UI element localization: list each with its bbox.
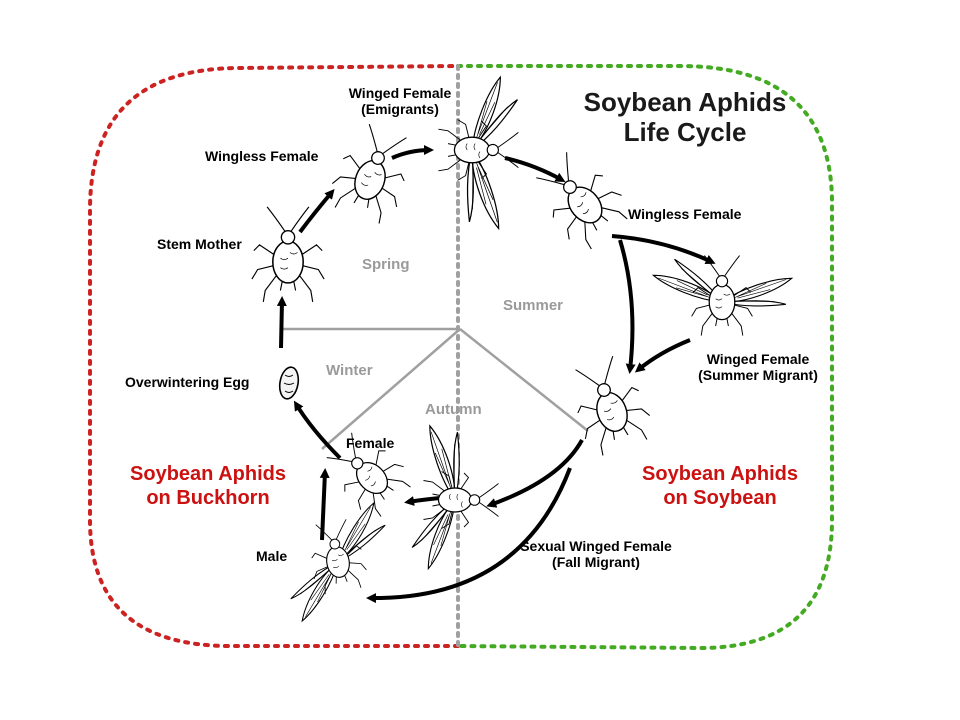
season-autumn: Autumn: [425, 401, 482, 418]
arrow-to-fall-migrant: [486, 439, 584, 508]
arrow-fall-migrant-to-female: [404, 496, 441, 506]
arrow-to-summer-migrant: [611, 234, 716, 264]
arrow-summer-migrant-back: [634, 338, 691, 373]
host-buckhorn-line2: on Buckhorn: [146, 487, 270, 509]
arrow-stem-mother-to-wingless: [298, 188, 335, 234]
label-male: Male: [256, 548, 288, 564]
arrow-female-to-egg: [293, 400, 342, 460]
overwintering-egg-illustration: [278, 366, 300, 400]
season-winter: Winter: [326, 362, 373, 379]
arrow-emigrant-to-summer-wingless: [504, 156, 566, 182]
host-buckhorn-line1: Soybean Aphids: [130, 463, 286, 485]
label-winged-emigrant-line1: Winged Female: [348, 85, 452, 101]
label-summer-migrant-line1: Winged Female: [706, 351, 810, 367]
label-female: Female: [346, 435, 395, 451]
label-stem-mother: Stem Mother: [157, 236, 242, 252]
label-overwintering-egg: Overwintering Egg: [125, 374, 250, 390]
host-soybean-line2: on Soybean: [663, 487, 777, 509]
arrow-fall-migrant-to-male: [366, 467, 572, 604]
season-divider-autumn-summer: [459, 328, 589, 432]
label-summer-migrant-line2: (Summer Migrant): [698, 367, 818, 384]
stem-mother-illustration: [251, 206, 325, 303]
host-label-soybean: Soybean Aphids on Soybean: [620, 462, 820, 510]
fall-migrant-illustration: [406, 417, 500, 572]
arrow-egg-to-stem-mother: [276, 296, 287, 349]
title-line-1: Soybean Aphids: [583, 87, 787, 117]
label-fall-migrant: Sexual Winged Female (Fall Migrant): [506, 538, 686, 570]
diagram-title: Soybean Aphids Life Cycle: [560, 87, 810, 148]
season-summer: Summer: [503, 297, 564, 314]
label-summer-migrant: Winged Female (Summer Migrant): [683, 351, 833, 383]
male-illustration: [283, 499, 393, 625]
soybean-region-border: [456, 64, 834, 651]
arrow-male-to-female: [319, 468, 330, 541]
host-label-buckhorn: Soybean Aphids on Buckhorn: [108, 462, 308, 510]
wingless-female-summer-illustration: [524, 142, 637, 257]
label-winged-emigrant: Winged Female (Emigrants): [330, 85, 470, 117]
label-wingless-female-summer: Wingless Female: [628, 206, 742, 222]
label-wingless-female-spring: Wingless Female: [205, 148, 319, 164]
summer-migrant-illustration: [650, 253, 800, 337]
label-winged-emigrant-line2: (Emigrants): [361, 101, 439, 118]
season-spring: Spring: [362, 256, 410, 273]
arrow-summer-loop-down: [618, 239, 636, 374]
title-line-2: Life Cycle: [623, 116, 747, 147]
host-soybean-line1: Soybean Aphids: [642, 463, 798, 485]
label-fall-migrant-line2: (Fall Migrant): [552, 554, 640, 571]
arrow-wingless-to-emigrant: [391, 145, 434, 160]
wingless-female-spring-illustration: [324, 118, 421, 228]
season-divider-winter-autumn: [321, 328, 461, 450]
label-fall-migrant-line1: Sexual Winged Female: [520, 538, 672, 554]
buckhorn-region-border: [88, 64, 460, 648]
